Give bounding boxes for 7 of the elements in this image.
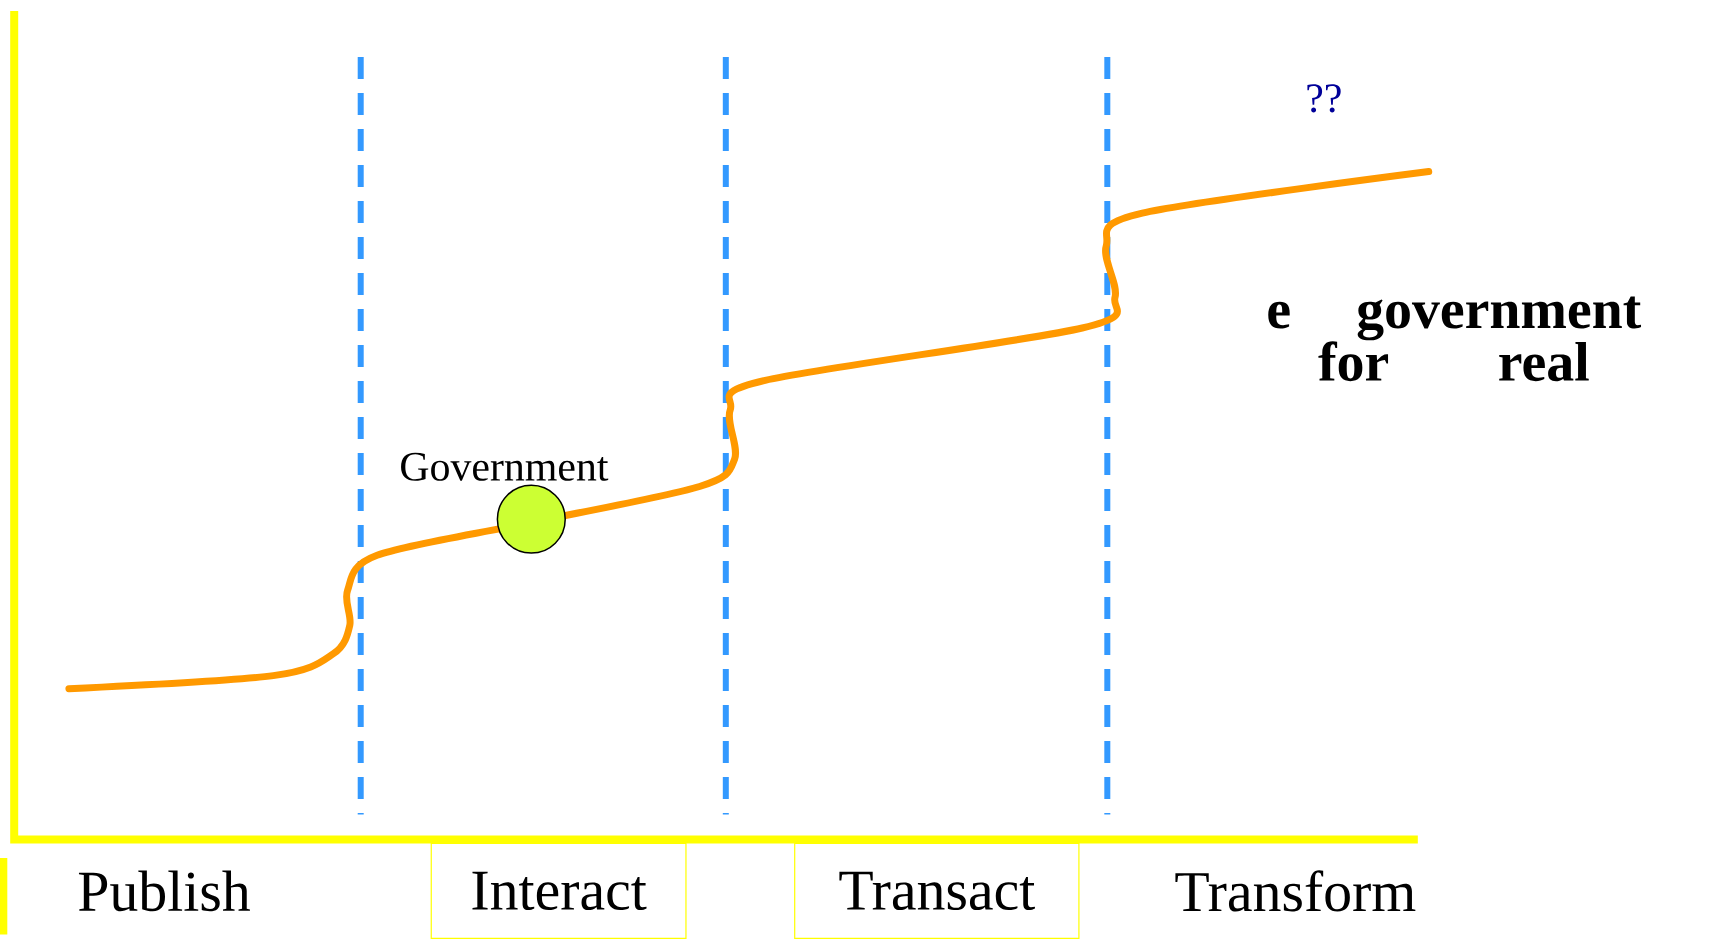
stage-box: Interact bbox=[430, 842, 687, 939]
stage-box: Transact bbox=[794, 842, 1080, 939]
stage-label: Publish bbox=[78, 870, 250, 912]
heading-text: e government for real bbox=[1268, 296, 1641, 382]
node-label: Government bbox=[401, 452, 609, 481]
annotation-text: ?? bbox=[1307, 84, 1341, 113]
stage-label: Transform bbox=[1175, 870, 1416, 912]
